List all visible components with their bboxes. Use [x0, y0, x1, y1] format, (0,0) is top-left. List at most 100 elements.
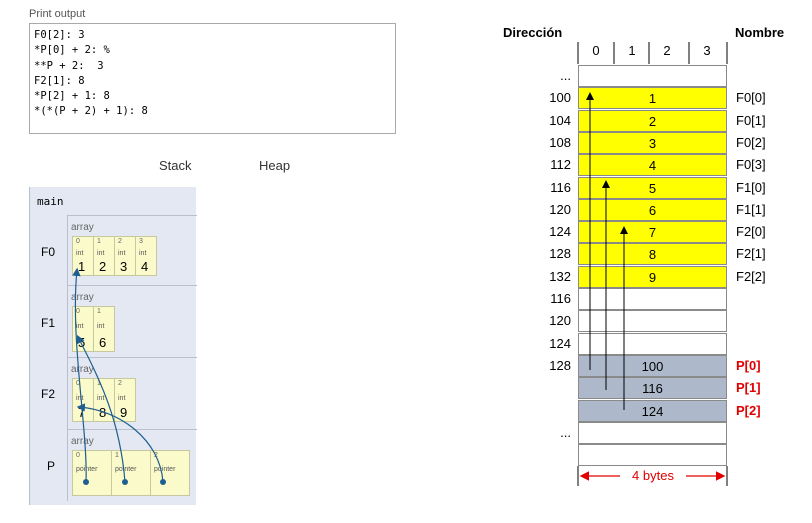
memory-row: 7: [578, 221, 727, 244]
cell-index: 2: [118, 238, 122, 245]
cell-type: pointer: [76, 466, 98, 473]
array-label: array: [71, 436, 94, 447]
memory-address: 124: [549, 335, 571, 351]
memory-row: [578, 444, 727, 467]
cell-type: int: [97, 250, 105, 257]
cell-index: 1: [97, 380, 101, 387]
memory-address: ...: [560, 424, 571, 440]
memory-value: 124: [641, 403, 664, 419]
cell-value: 9: [120, 405, 128, 420]
memory-address: 104: [549, 112, 571, 128]
cell-type: int: [76, 250, 84, 257]
memory-address: 124: [549, 224, 571, 240]
memory-row: 116: [578, 377, 727, 400]
memory-value: 7: [648, 225, 657, 241]
memory-address: 128: [549, 246, 571, 262]
cell-value: 3: [120, 259, 128, 274]
memory-row: [578, 310, 727, 333]
memory-name: P[0]: [736, 357, 761, 373]
cell-type: int: [139, 250, 147, 257]
memory-row: 100: [578, 354, 727, 377]
cell-index: 3: [139, 238, 143, 245]
memory-row: [578, 421, 727, 444]
array-label: array: [71, 292, 94, 303]
memory-row: 6: [578, 198, 727, 221]
memory-address: 100: [549, 90, 571, 106]
pointer-dot: [83, 479, 89, 485]
memory-name: F2[0]: [736, 224, 766, 240]
memory-row: 5: [578, 176, 727, 199]
memory-name: F0[3]: [736, 157, 766, 173]
byte-column-header: 1: [628, 43, 636, 58]
cell-index: 0: [76, 380, 80, 387]
print-output-box: F0[2]: 3 *P[0] + 2: % **P + 2: 3 F2[1]: …: [29, 23, 396, 134]
var-row-f2: array 0 int 7 1 int 8 2 int 9: [67, 357, 197, 429]
var-row-f0: array 0 int 1 1 int 2 2 int 3 3 int 4: [67, 215, 197, 285]
memory-row: [578, 332, 727, 355]
memory-name: F0[0]: [736, 90, 766, 106]
var-row-f1: array 0 int 5 1 int 6: [67, 285, 197, 357]
var-name-f2: F2: [41, 387, 56, 401]
pointer-arrow-p1: [76, 334, 126, 483]
cell-index: 1: [115, 452, 119, 459]
print-line: *(*(P + 2) + 1): 8: [34, 105, 148, 118]
cell-value: 8: [99, 405, 107, 420]
memory-row: [578, 65, 727, 87]
memory-name: P[2]: [736, 402, 761, 418]
cell-value: 2: [99, 259, 107, 274]
pointer-cell: 1 pointer: [111, 450, 151, 496]
memory-name: P[1]: [736, 380, 761, 396]
memory-address: ...: [560, 68, 571, 83]
cell-index: 1: [97, 238, 101, 245]
memory-value: 3: [648, 135, 657, 151]
print-output-title: Print output: [29, 8, 86, 20]
memory-name: F2[1]: [736, 246, 766, 262]
array-cell: 1 int 6: [93, 306, 115, 352]
var-name-p: P: [47, 459, 56, 473]
pointer-arrow-p0: [72, 267, 87, 483]
heap-header: Heap: [259, 158, 291, 173]
cell-value: 1: [78, 259, 86, 274]
var-name-f1: F1: [41, 316, 56, 330]
print-line: *P[2] + 1: 8: [34, 90, 110, 103]
memory-address: 120: [549, 201, 571, 217]
memory-row: 8: [578, 243, 727, 266]
memory-row: 9: [578, 265, 727, 288]
print-line: *P[0] + 2: %: [34, 44, 110, 57]
memory-row: [578, 288, 727, 310]
bytes-label: 4 bytes: [622, 468, 684, 483]
memory-value: 1: [648, 91, 657, 107]
memory-value: 6: [648, 202, 657, 218]
memory-name: F0[2]: [736, 134, 766, 150]
memory-value: 4: [648, 158, 657, 174]
byte-column-header: 2: [663, 43, 671, 58]
memory-value: 9: [648, 269, 657, 285]
memory-row: 124: [578, 399, 727, 422]
stack-frame-main: main F0 array 0 int 1 1 int 2 2 int 3 3 …: [29, 187, 197, 505]
cell-index: 0: [76, 308, 80, 315]
pointer-cell: 0 pointer: [72, 450, 112, 496]
array-cell: 3 int 4: [135, 236, 157, 276]
memory-address: 128: [549, 357, 571, 373]
memory-name: F1[1]: [736, 201, 766, 217]
memory-address: 108: [549, 134, 571, 150]
print-line: **P + 2: 3: [34, 59, 104, 72]
cell-index: 1: [97, 308, 101, 315]
memory-address: 132: [549, 268, 571, 284]
cell-type: int: [118, 250, 126, 257]
memory-row: 1: [578, 87, 727, 110]
memory-value: 116: [642, 381, 663, 397]
cell-type: int: [97, 395, 105, 402]
var-name-f0: F0: [41, 245, 56, 259]
cell-type: pointer: [115, 466, 137, 473]
memory-name: F1[0]: [736, 179, 766, 195]
print-line: F0[2]: 3: [34, 29, 85, 41]
pointer-dot: [160, 479, 166, 485]
memory-row: 2: [578, 109, 727, 132]
memory-value: 100: [641, 358, 664, 374]
print-line: F2[1]: 8: [34, 74, 85, 87]
pointer-arrow-p2: [76, 403, 164, 483]
